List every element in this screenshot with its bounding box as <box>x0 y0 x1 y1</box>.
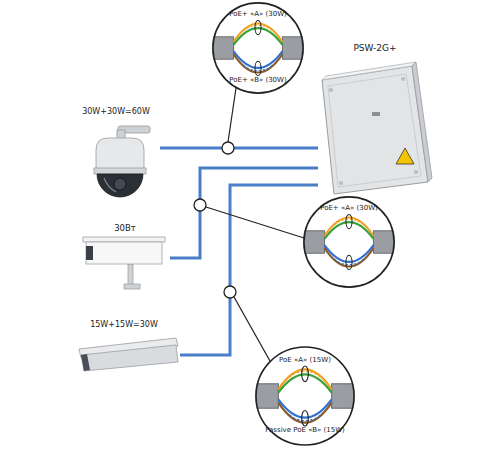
logo-mark <box>372 112 380 116</box>
camera-lens <box>86 246 93 260</box>
device-label: PSW-2G+ <box>318 44 432 54</box>
cable-twist <box>298 196 400 288</box>
screw <box>329 88 333 92</box>
enclosure-front <box>322 66 428 194</box>
callout-marker <box>194 199 206 211</box>
camera-node: 15W+15W=30W <box>68 318 180 374</box>
screw <box>401 77 405 81</box>
cable-twist <box>250 346 361 446</box>
switch-node: PSW-2G+ <box>318 40 432 196</box>
camera-bracket <box>124 284 140 289</box>
camera-node: 30W+30W=60W <box>72 108 160 218</box>
leader-line <box>234 297 270 361</box>
cable-twist <box>207 2 309 94</box>
camera-dome <box>97 174 143 197</box>
enclosure-lid <box>328 74 421 187</box>
callout-circle: PoE+ «A» (30W) PoE+ «B» (30W) <box>212 2 304 94</box>
camera-housing <box>81 345 178 371</box>
camera-ring <box>94 168 146 174</box>
screw <box>339 181 343 185</box>
screw <box>414 170 418 174</box>
circle-outline <box>304 197 394 287</box>
callout-marker <box>222 142 234 154</box>
callout-circle: PoE+ «A» (30W) <box>303 196 395 288</box>
enclosure-top <box>322 62 416 80</box>
circle-outline <box>213 3 303 93</box>
camera-bracket <box>128 264 133 286</box>
ethernet-cable <box>180 185 318 355</box>
ethernet-cable <box>170 168 318 258</box>
warning-sign <box>396 148 414 164</box>
cable-label: PoE «A» (15W) <box>255 357 355 365</box>
device-label: 30W+30W=60W <box>72 108 160 117</box>
circle-outline <box>256 347 354 445</box>
camera-node: 30Вт <box>80 222 170 290</box>
cable-label: PoE+ «B» (30W) <box>212 77 304 85</box>
camera-body <box>86 242 162 264</box>
cable-label: PoE+ «A» (30W) <box>212 11 304 19</box>
cable-label: PoE+ «A» (30W) <box>303 205 395 213</box>
dome-highlight <box>104 178 116 192</box>
cable-label: Passive PoE «B» (15W) <box>255 427 355 435</box>
camera-housing <box>96 138 144 170</box>
device-label: 15W+15W=30W <box>68 321 180 330</box>
sun-shield <box>83 237 165 242</box>
enclosure-side <box>412 62 432 182</box>
ethernet-cable <box>160 147 318 150</box>
device-label: 30Вт <box>80 224 170 233</box>
callout-circle: PoE «A» (15W) Passive PoE «B» (15W) <box>255 346 355 446</box>
housing-window <box>81 354 90 371</box>
leader-line <box>206 207 304 238</box>
callout-marker <box>224 286 236 298</box>
camera-lens <box>114 178 126 190</box>
leader-line <box>228 88 236 142</box>
